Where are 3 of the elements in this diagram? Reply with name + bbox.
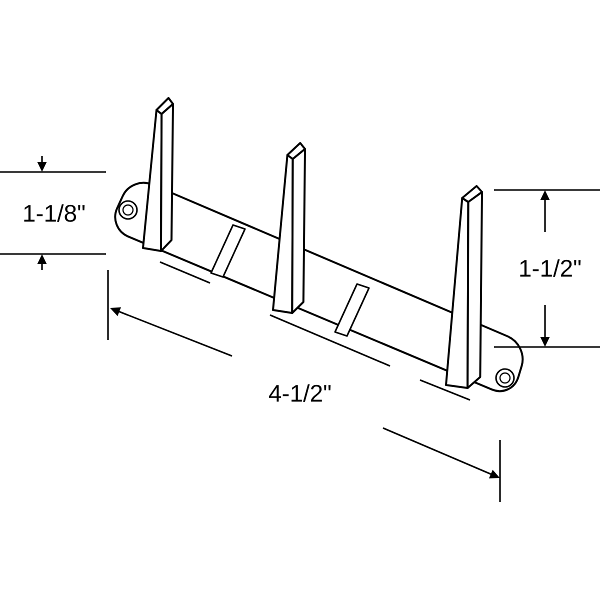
dimension-label: 4-1/2" [268, 384, 331, 402]
dimension-label: 1-1/8" [24, 204, 85, 222]
dimension-label: 1-1/2" [520, 259, 581, 277]
